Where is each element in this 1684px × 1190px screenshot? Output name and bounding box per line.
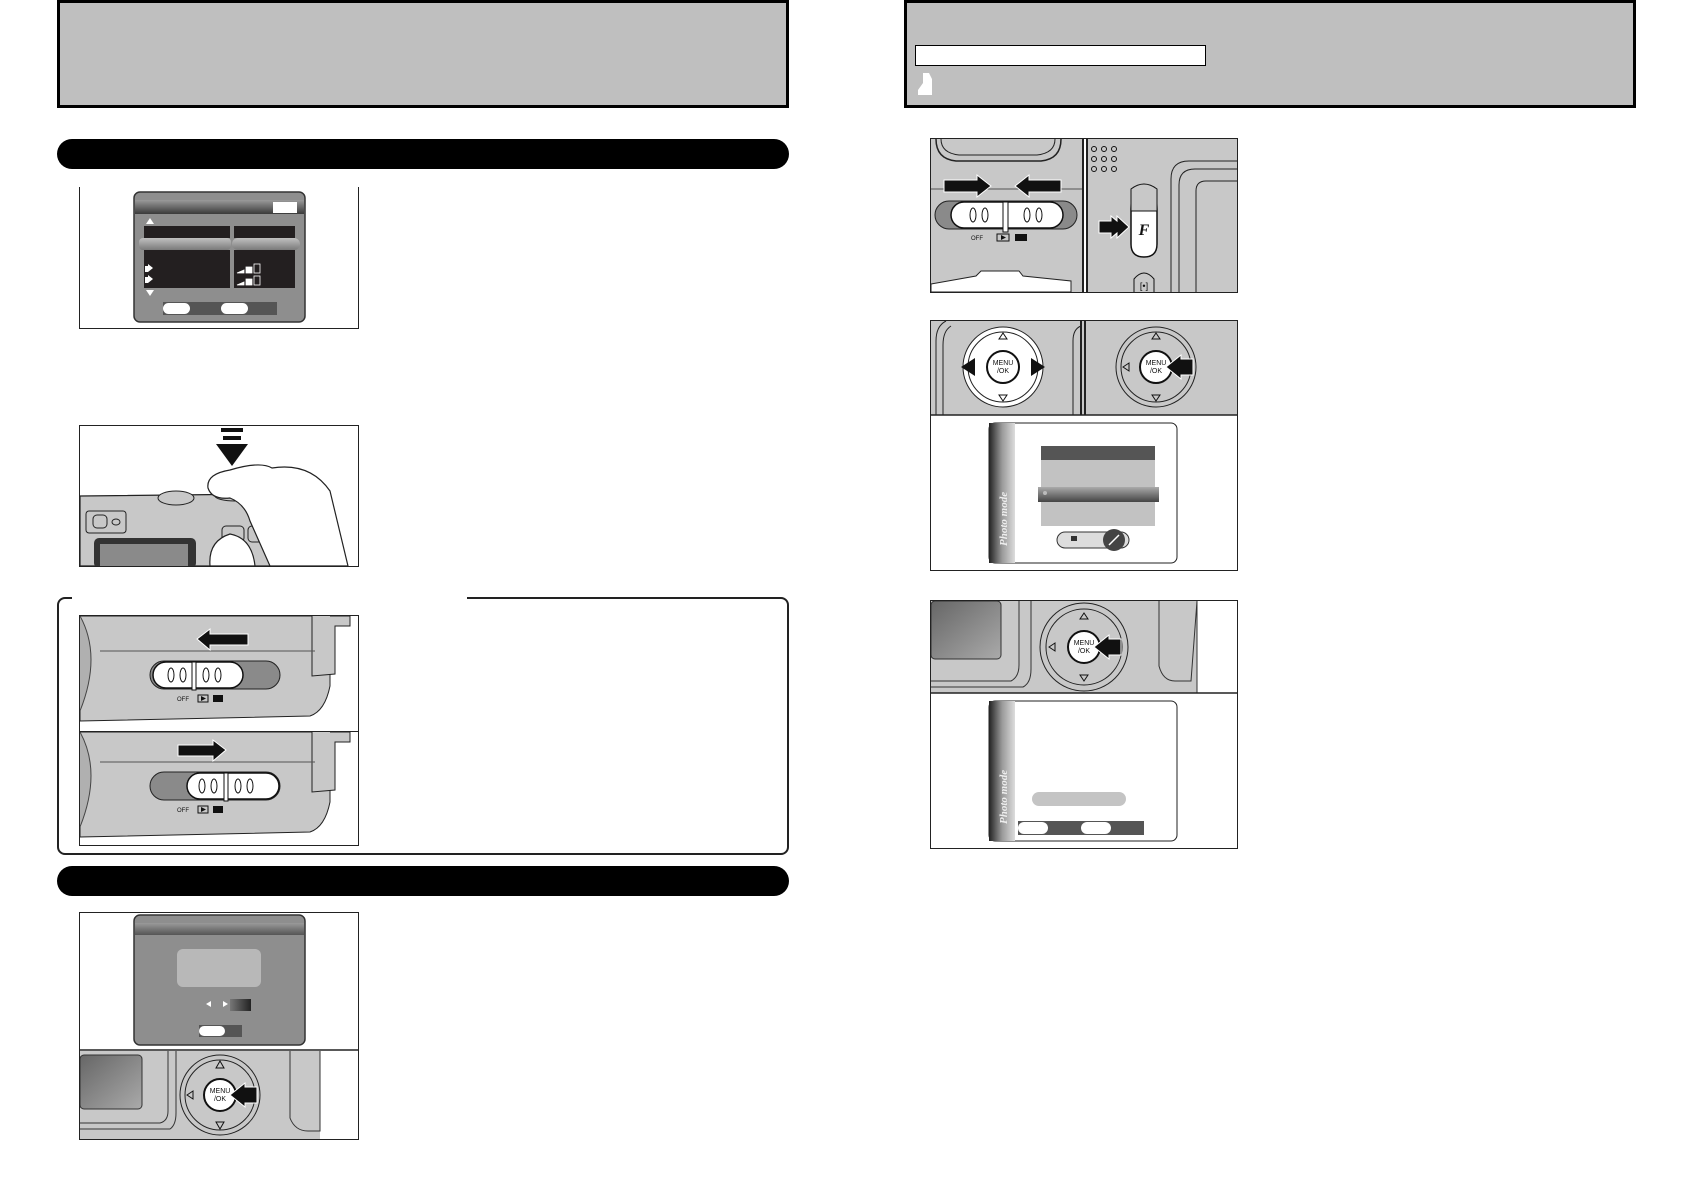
illustration-switch-to-on: OFF [79, 731, 359, 846]
right-header-subtitle-bar [915, 45, 1206, 66]
double-arrow-icon [1098, 214, 1130, 240]
svg-text:MENU: MENU [210, 1088, 231, 1095]
svg-text:MENU: MENU [1146, 360, 1167, 367]
section-2-title-bar [57, 866, 789, 896]
svg-text:OFF: OFF [971, 236, 983, 242]
card-watermark: Photo mode [998, 492, 1010, 546]
illustration-execute-erase: MENU /OK Photo mode [930, 600, 1238, 849]
down-triangle-icon [146, 290, 154, 296]
volume-level-icon [236, 263, 261, 286]
illustration-select-erase: MENU /OK MENU /OK Photo mode [930, 320, 1238, 571]
svg-text:MENU: MENU [993, 360, 1014, 367]
illustration-lcd-menu [79, 187, 359, 329]
press-arrow-icon [1165, 353, 1194, 381]
left-page-header [57, 0, 789, 108]
svg-text:[•]: [•] [1140, 281, 1148, 291]
svg-text:/OK: /OK [1150, 368, 1162, 375]
illustration-mode-switch-f-button: OFF F [•] [930, 138, 1238, 293]
svg-text:OFF: OFF [177, 808, 189, 814]
svg-text:MENU: MENU [1074, 640, 1095, 647]
arrow-right-icon [943, 173, 992, 199]
press-down-arrow-icon [216, 428, 248, 466]
press-arrow-icon [1093, 633, 1122, 661]
arrow-left-icon [196, 627, 249, 652]
arrow-right-icon [1031, 358, 1045, 376]
arrow-left-icon [961, 358, 975, 376]
note-box-title-gap [72, 595, 467, 599]
svg-text:/OK: /OK [997, 368, 1009, 375]
illustration-confirm-dialog: MENU /OK [79, 912, 359, 1140]
svg-text:/OK: /OK [1078, 648, 1090, 655]
svg-text:OFF: OFF [177, 697, 189, 703]
section-1-title-bar [57, 139, 789, 169]
illustration-shutter-press [79, 425, 359, 567]
arrow-left-icon [1014, 173, 1062, 199]
press-arrow-icon [229, 1081, 258, 1109]
svg-text:F: F [1138, 222, 1150, 239]
speaker-icon [145, 264, 153, 283]
svg-text:/OK: /OK [214, 1096, 226, 1103]
up-triangle-icon [146, 218, 154, 224]
card-watermark: Photo mode [998, 770, 1010, 824]
page-marker-icon [918, 73, 934, 95]
illustration-switch-to-off: OFF [79, 615, 359, 732]
arrow-right-icon [177, 738, 227, 763]
